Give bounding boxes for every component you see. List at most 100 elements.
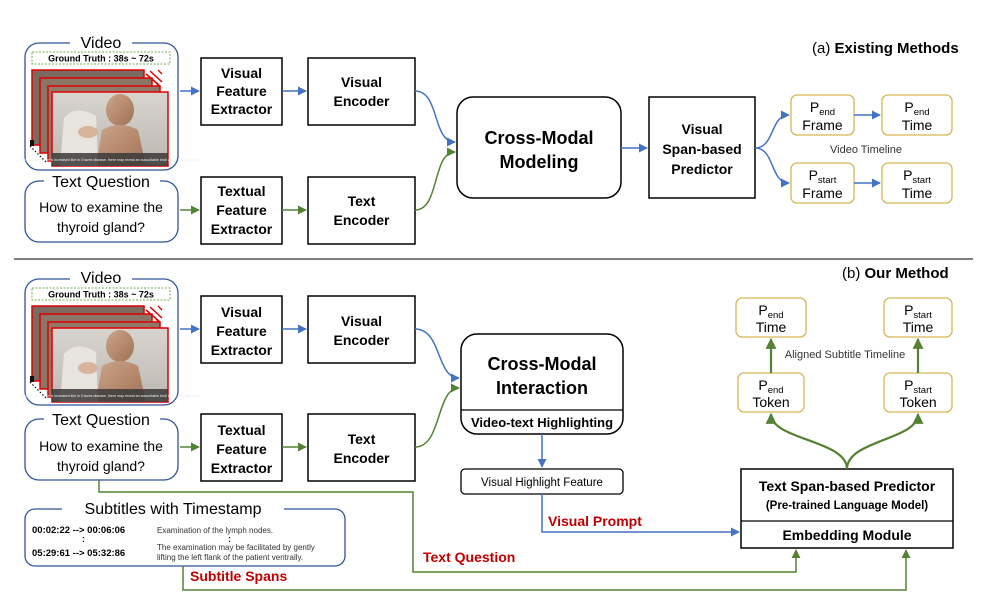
p-start-frame-box: Pstart Frame <box>790 162 855 204</box>
p-end-time-box-b: Pend Time <box>735 297 807 338</box>
visual-prompt-label: Visual Prompt <box>548 513 642 529</box>
video-caption: If thyroid perfusion is increased like i… <box>20 158 200 162</box>
subtitle-ellipsis-1: : <box>82 534 85 544</box>
section-b-label: (b) Our Method <box>842 265 949 282</box>
svg-text:Time: Time <box>902 117 933 133</box>
textual-feature-extractor-a: Textual Feature Extractor <box>200 176 283 245</box>
svg-text:Visual Highlight Feature: Visual Highlight Feature <box>481 477 603 489</box>
svg-text:Predictor: Predictor <box>671 161 733 177</box>
video-title: Video <box>81 35 122 52</box>
subtitles-panel: Subtitles with Timestamp 00:02:22 --> 00… <box>24 501 346 567</box>
video-title: Video <box>81 270 122 287</box>
video-timeline-label: Video Timeline <box>830 144 902 156</box>
p-start-token-box: Pstart Token <box>883 372 953 413</box>
svg-text:Frame: Frame <box>802 185 843 201</box>
section-a: (a) Existing Methods Video Ground Truth … <box>20 35 959 245</box>
cross-modal-interaction: Cross-Modal Interaction Video-text Highl… <box>460 333 624 435</box>
svg-text:Feature: Feature <box>216 83 267 99</box>
text-question-label: Text Question <box>423 549 515 565</box>
subtitle-spans-label: Subtitle Spans <box>190 568 287 584</box>
textual-feature-extractor-b: Textual Feature Extractor <box>200 413 283 482</box>
svg-text:Cross-Modal: Cross-Modal <box>484 128 593 148</box>
svg-text:Span-based: Span-based <box>662 141 741 157</box>
svg-text:Pstart: Pstart <box>904 302 932 321</box>
svg-text:Time: Time <box>902 185 933 201</box>
svg-text:Feature: Feature <box>216 441 267 457</box>
svg-text:Frame: Frame <box>802 117 843 133</box>
svg-text:Modeling: Modeling <box>500 152 579 172</box>
video-caption: If thyroid perfusion is increased like i… <box>20 394 200 398</box>
svg-text:Token: Token <box>899 394 936 410</box>
svg-text:Visual: Visual <box>221 65 262 81</box>
visual-highlight-feature: Visual Highlight Feature <box>460 468 624 495</box>
p-end-token-box: Pend Token <box>737 372 805 413</box>
p-end-time-box: Pend Time <box>881 94 953 136</box>
svg-text:Encoder: Encoder <box>333 332 390 348</box>
text-question-line2: thyroid gland? <box>57 458 145 474</box>
arrows-a <box>180 86 881 215</box>
ground-truth-label: Ground Truth : 38s ~ 72s <box>48 54 154 64</box>
arrows-b <box>98 324 924 591</box>
text-question-panel-a: Text Question How to examine the thyroid… <box>24 174 179 243</box>
text-question-line1: How to examine the <box>39 438 163 454</box>
svg-text:Time: Time <box>756 319 787 335</box>
section-a-label: (a) Existing Methods <box>812 40 959 57</box>
svg-text:Text Span-based Predictor: Text Span-based Predictor <box>759 478 936 494</box>
svg-text:Extractor: Extractor <box>211 101 273 117</box>
subtitle-row1-time: 00:02:22 --> 00:06:06 <box>32 525 125 536</box>
visual-encoder-a: Visual Encoder <box>307 57 416 126</box>
svg-text:Visual: Visual <box>341 74 382 90</box>
svg-text:Pend: Pend <box>758 302 783 321</box>
section-b: (b) Our Method Video Ground Truth : 38s … <box>20 265 954 591</box>
visual-feature-extractor-a: Visual Feature Extractor <box>200 57 283 126</box>
text-question-line2: thyroid gland? <box>57 219 145 235</box>
svg-text:Encoder: Encoder <box>333 93 390 109</box>
embedding-module: Embedding Module <box>782 527 911 543</box>
svg-text:Pstart: Pstart <box>904 377 932 396</box>
video-frame-stack: If thyroid perfusion is increased like i… <box>20 305 200 403</box>
svg-text:Cross-Modal: Cross-Modal <box>487 354 596 374</box>
text-question-title: Text Question <box>52 412 150 429</box>
svg-text:Extractor: Extractor <box>211 221 273 237</box>
p-end-frame-box: Pend Frame <box>790 94 855 136</box>
subtitle-row2-text-1: The examination may be facilitated by ge… <box>157 543 315 552</box>
svg-text:Pend: Pend <box>758 377 783 396</box>
svg-text:Text: Text <box>348 431 376 447</box>
p-start-time-box: Pstart Time <box>881 162 953 204</box>
text-encoder-b: Text Encoder <box>307 413 416 482</box>
video-frame-stack: If thyroid perfusion is increased like i… <box>20 69 200 167</box>
subtitle-row2-time: 05:29:61 --> 05:32:86 <box>32 548 125 559</box>
video-panel-b: Video Ground Truth : 38s ~ 72s If thyroi… <box>20 270 200 406</box>
svg-text:Extractor: Extractor <box>211 460 273 476</box>
svg-text:Pstart: Pstart <box>903 167 931 186</box>
svg-text:Pstart: Pstart <box>809 167 837 186</box>
svg-text:Feature: Feature <box>216 323 267 339</box>
subtitle-row2-text-2: lifting the left flank of the patient ve… <box>157 553 303 562</box>
svg-text:Encoder: Encoder <box>333 212 390 228</box>
visual-feature-extractor-b: Visual Feature Extractor <box>200 295 283 364</box>
subtitles-title: Subtitles with Timestamp <box>85 501 262 518</box>
aligned-subtitle-timeline-label: Aligned Subtitle Timeline <box>785 349 905 361</box>
text-question-line1: How to examine the <box>39 199 163 215</box>
visual-encoder-b: Visual Encoder <box>307 295 416 364</box>
cross-modal-modeling: Cross-Modal Modeling <box>456 96 622 199</box>
text-question-title: Text Question <box>52 174 150 191</box>
svg-text:Text: Text <box>348 193 376 209</box>
subtitle-row1-text: Examination of the lymph nodes. <box>157 526 273 535</box>
visual-span-based-predictor: Visual Span-based Predictor <box>648 96 756 199</box>
svg-text:Visual: Visual <box>341 313 382 329</box>
ground-truth-label: Ground Truth : 38s ~ 72s <box>48 290 154 300</box>
svg-text:Pend: Pend <box>810 99 835 118</box>
svg-text:Time: Time <box>903 319 934 335</box>
svg-text:Visual: Visual <box>221 304 262 320</box>
p-start-time-box-b: Pstart Time <box>883 297 953 338</box>
svg-text:(Pre-trained Language Model): (Pre-trained Language Model) <box>766 500 928 512</box>
svg-text:Token: Token <box>752 394 789 410</box>
svg-text:Visual: Visual <box>682 121 723 137</box>
svg-text:Textual: Textual <box>218 183 266 199</box>
text-span-based-predictor: Text Span-based Predictor (Pre-trained L… <box>740 468 954 549</box>
svg-text:Extractor: Extractor <box>211 342 273 358</box>
text-encoder-a: Text Encoder <box>307 176 416 245</box>
svg-text:Encoder: Encoder <box>333 450 390 466</box>
